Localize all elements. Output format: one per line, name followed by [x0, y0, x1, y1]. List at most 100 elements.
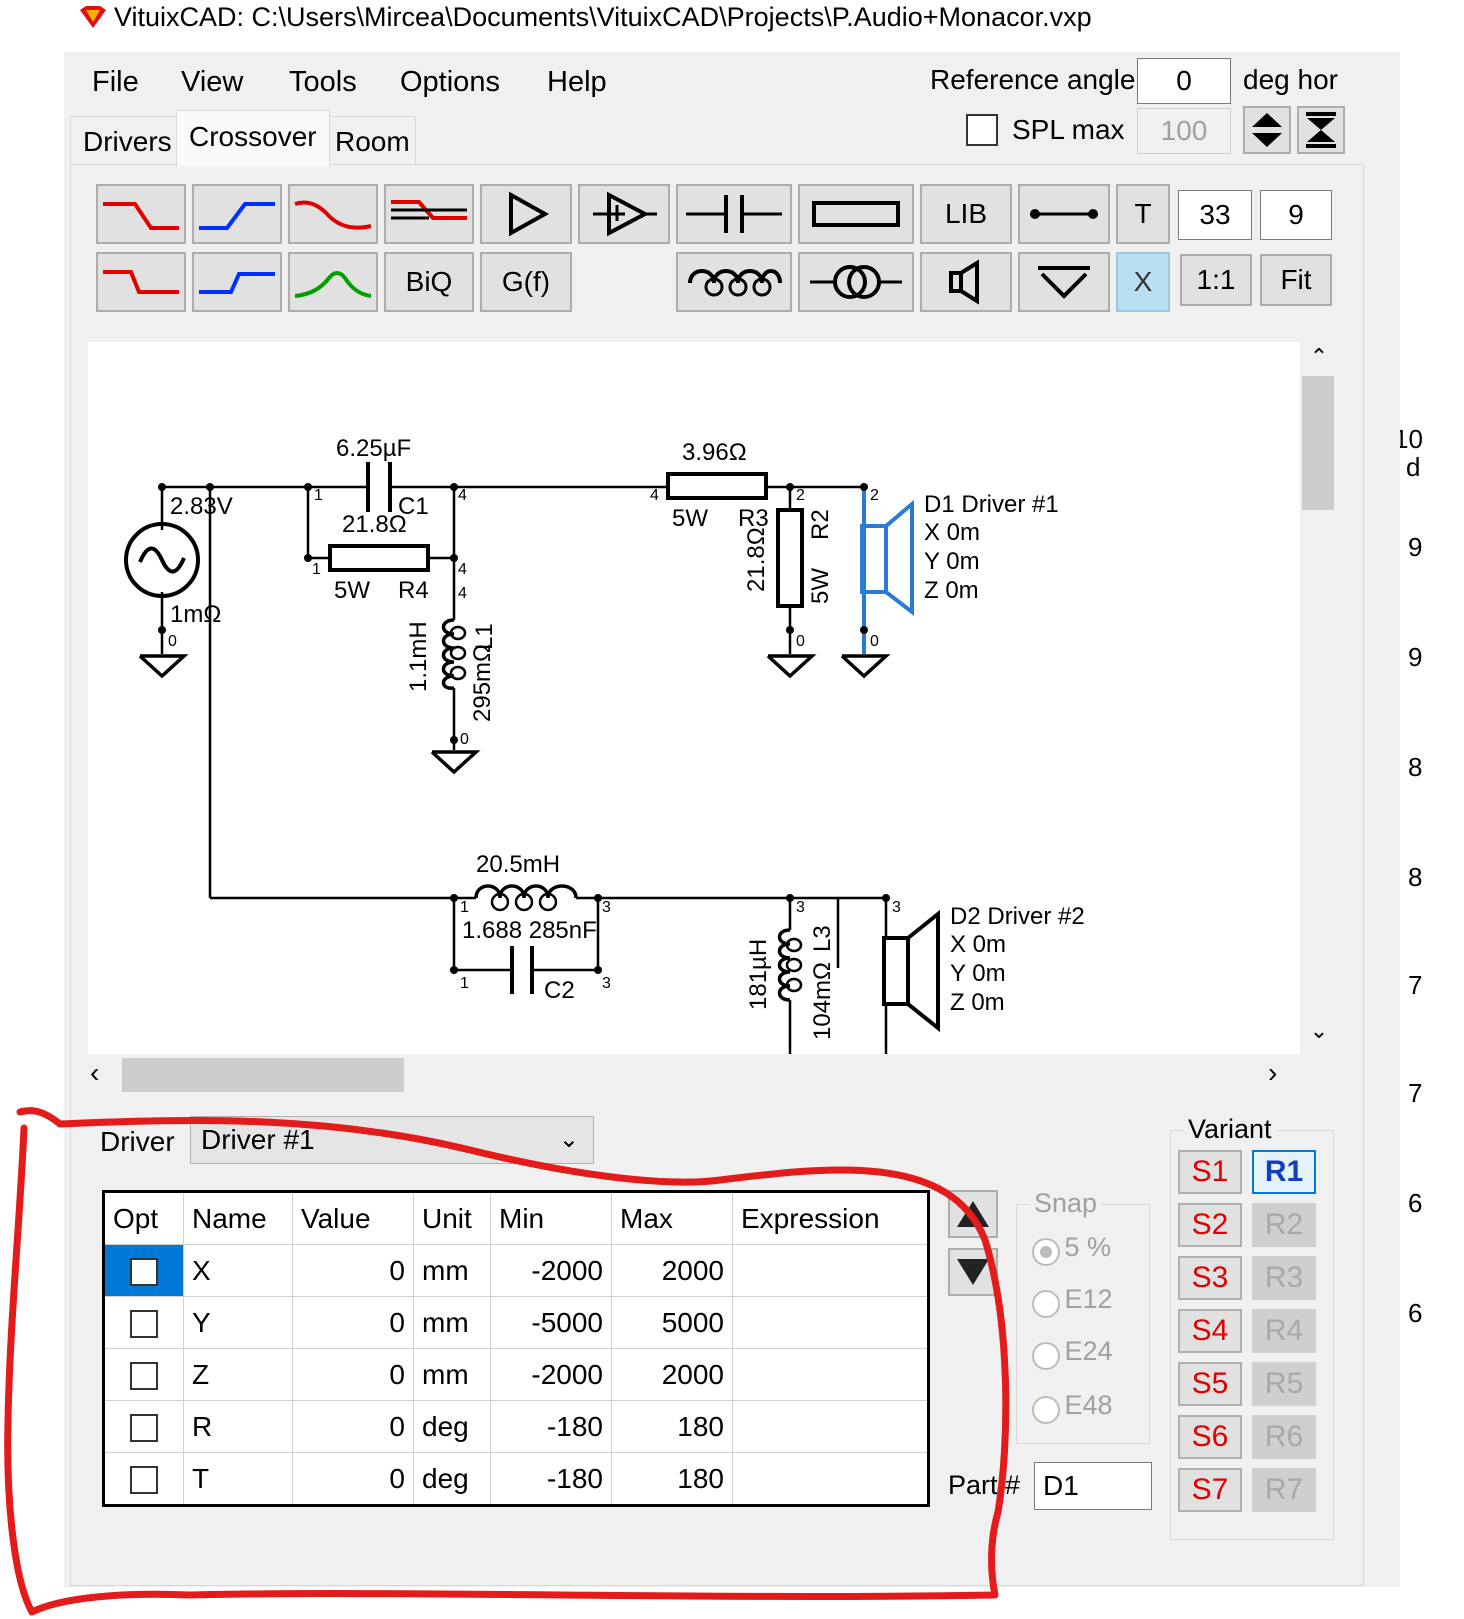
radio-icon[interactable]: [1032, 1289, 1060, 1318]
shelf-filter-button[interactable]: [384, 184, 474, 244]
lowpass-filter-button[interactable]: [96, 184, 186, 244]
min-cell[interactable]: -180: [490, 1452, 612, 1506]
expression-cell[interactable]: [732, 1452, 929, 1506]
expression-cell[interactable]: [732, 1244, 929, 1297]
radio-icon[interactable]: [1032, 1395, 1060, 1424]
max-cell[interactable]: 5000: [611, 1296, 733, 1349]
min-cell[interactable]: -2000: [490, 1348, 612, 1401]
resistor-icon[interactable]: [798, 184, 914, 244]
variant-r6-button[interactable]: R6: [1252, 1415, 1316, 1459]
column-header-max[interactable]: Max: [611, 1191, 733, 1245]
max-cell[interactable]: 180: [611, 1400, 733, 1453]
menu-view[interactable]: View: [181, 66, 244, 98]
value-cell[interactable]: 0: [292, 1400, 414, 1453]
snap-option-e48[interactable]: E48: [1032, 1390, 1113, 1424]
wire-icon[interactable]: [1018, 184, 1110, 244]
variant-s7-button[interactable]: S7: [1178, 1468, 1242, 1512]
variant-s3-button[interactable]: S3: [1178, 1256, 1242, 1300]
min-cell[interactable]: -2000: [490, 1244, 612, 1297]
opt-checkbox[interactable]: [130, 1414, 158, 1443]
variant-r3-button[interactable]: R3: [1252, 1256, 1316, 1300]
column-header-opt[interactable]: Opt: [103, 1191, 184, 1245]
capacitor-icon[interactable]: [676, 184, 792, 244]
opt-cell[interactable]: [103, 1400, 184, 1453]
tab-room[interactable]: Room: [322, 116, 416, 165]
variant-s4-button[interactable]: S4: [1178, 1309, 1242, 1353]
variant-r1-button[interactable]: R1: [1252, 1150, 1316, 1194]
buffer-amp-icon[interactable]: [480, 184, 572, 244]
driver-select[interactable]: Driver #1 ⌄: [190, 1116, 594, 1164]
variant-r7-button[interactable]: R7: [1252, 1468, 1316, 1512]
variant-s6-button[interactable]: S6: [1178, 1415, 1242, 1459]
tab-crossover[interactable]: Crossover: [176, 110, 330, 167]
canvas-horizontal-scrollbar[interactable]: ‹ ›: [88, 1054, 1300, 1094]
variant-s2-button[interactable]: S2: [1178, 1203, 1242, 1247]
speaker-icon[interactable]: [920, 252, 1012, 312]
spl-max-checkbox[interactable]: [966, 114, 998, 146]
variant-s1-button[interactable]: S1: [1178, 1150, 1242, 1194]
zoom-fit-button[interactable]: Fit: [1260, 254, 1332, 306]
opt-checkbox[interactable]: [130, 1362, 158, 1391]
opt-checkbox[interactable]: [130, 1258, 158, 1287]
column-header-min[interactable]: Min: [490, 1191, 612, 1245]
min-cell[interactable]: -5000: [490, 1296, 612, 1349]
vertical-scroll-thumb[interactable]: [1302, 376, 1334, 510]
value-cell[interactable]: 0: [292, 1452, 414, 1506]
menu-tools[interactable]: Tools: [289, 66, 357, 98]
scroll-down-icon[interactable]: ⌄: [1309, 1018, 1329, 1043]
highpass-2-filter-button[interactable]: [192, 252, 282, 312]
radio-icon[interactable]: [1032, 1341, 1060, 1370]
variant-r2-button[interactable]: R2: [1252, 1203, 1316, 1247]
expression-cell[interactable]: [732, 1348, 929, 1401]
bandpass-filter-button[interactable]: [288, 252, 378, 312]
menu-options[interactable]: Options: [400, 66, 500, 98]
snap-option-e24[interactable]: E24: [1032, 1336, 1113, 1370]
grid-field-a[interactable]: 33: [1178, 190, 1252, 240]
expression-cell[interactable]: [732, 1296, 929, 1349]
inductor-icon[interactable]: [676, 252, 792, 312]
scroll-right-icon[interactable]: ›: [1268, 1057, 1278, 1088]
snap-option-e12[interactable]: E12: [1032, 1284, 1113, 1318]
opt-cell[interactable]: [103, 1348, 184, 1401]
value-cell[interactable]: 0: [292, 1244, 414, 1297]
cancel-x-button[interactable]: X: [1116, 252, 1170, 312]
scroll-left-icon[interactable]: ‹: [90, 1057, 100, 1088]
opt-cell[interactable]: [103, 1244, 184, 1297]
column-header-value[interactable]: Value: [292, 1191, 414, 1245]
value-cell[interactable]: 0: [292, 1348, 414, 1401]
column-header-expression[interactable]: Expression: [732, 1191, 929, 1245]
max-cell[interactable]: 180: [611, 1452, 733, 1506]
schematic-canvas[interactable]: 6.25µF C1 2.83V 1mΩ 21.8Ω 5W R4 3.96Ω 5W…: [88, 342, 1300, 1054]
zoom-1to1-button[interactable]: 1:1: [1180, 254, 1252, 306]
highpass-filter-button[interactable]: [192, 184, 282, 244]
biquad-button[interactable]: BiQ: [384, 252, 474, 312]
grid-field-b[interactable]: 9: [1260, 190, 1332, 240]
snap-option-5pct[interactable]: 5 %: [1032, 1232, 1111, 1266]
move-up-icon[interactable]: [948, 1190, 998, 1238]
collapse-icon[interactable]: [1297, 106, 1345, 154]
opt-checkbox[interactable]: [130, 1466, 158, 1495]
menu-help[interactable]: Help: [547, 66, 607, 98]
move-down-icon[interactable]: [948, 1248, 998, 1296]
tab-drivers[interactable]: Drivers: [70, 116, 185, 165]
radio-selected-icon[interactable]: [1032, 1237, 1060, 1266]
library-button[interactable]: LIB: [920, 184, 1012, 244]
opt-cell[interactable]: [103, 1452, 184, 1506]
horizontal-scroll-thumb[interactable]: [122, 1058, 404, 1092]
spl-max-input[interactable]: 100: [1137, 108, 1231, 154]
variant-r5-button[interactable]: R5: [1252, 1362, 1316, 1406]
expression-cell[interactable]: [732, 1400, 929, 1453]
opt-cell[interactable]: [103, 1296, 184, 1349]
transformer-icon[interactable]: [798, 252, 914, 312]
min-cell[interactable]: -180: [490, 1400, 612, 1453]
opt-checkbox[interactable]: [130, 1310, 158, 1339]
summing-amp-icon[interactable]: [578, 184, 670, 244]
canvas-vertical-scrollbar[interactable]: ⌃ ⌄: [1300, 342, 1338, 1054]
scroll-up-icon[interactable]: ⌃: [1309, 344, 1329, 369]
max-cell[interactable]: 2000: [611, 1244, 733, 1297]
lowpass-2-filter-button[interactable]: [96, 252, 186, 312]
column-header-unit[interactable]: Unit: [413, 1191, 491, 1245]
text-tool-button[interactable]: T: [1116, 184, 1170, 244]
ground-icon[interactable]: [1018, 252, 1110, 312]
variant-s5-button[interactable]: S5: [1178, 1362, 1242, 1406]
